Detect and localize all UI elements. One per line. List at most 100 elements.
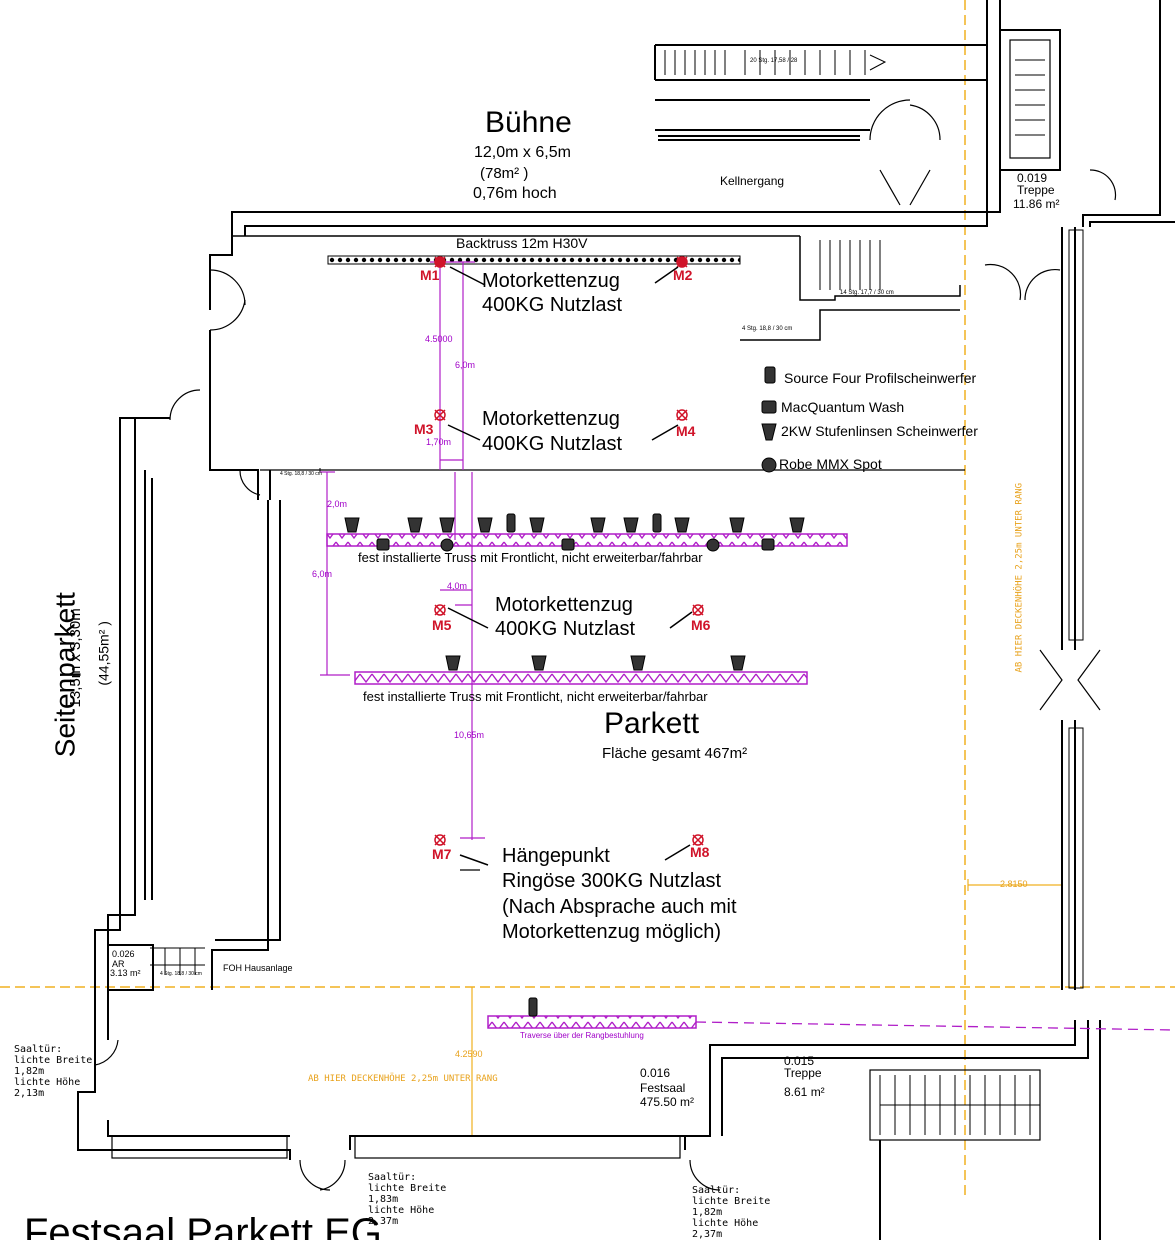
dim-6-0-top: 6,0m bbox=[455, 360, 476, 370]
fresnel-fixture bbox=[729, 517, 745, 533]
robe-mmx-fixture bbox=[706, 538, 720, 552]
dim-4-2590: 4.2590 bbox=[455, 1049, 483, 1059]
truss-3 bbox=[487, 1015, 1175, 1031]
door-left-l5: 2,13m bbox=[14, 1088, 45, 1099]
hoist-label-m1: M1 bbox=[420, 267, 440, 283]
fresnel-fixture bbox=[590, 517, 606, 533]
macquantum-fixture bbox=[561, 538, 575, 551]
truss-2 bbox=[354, 671, 808, 685]
lighting-fixtures bbox=[344, 513, 805, 1017]
door-center-l4: lichte Höhe bbox=[368, 1205, 435, 1216]
stage-title: Bühne bbox=[485, 106, 572, 139]
hoist-marker-m2 bbox=[676, 256, 688, 268]
hoist-label-m2: M2 bbox=[673, 267, 693, 283]
hoist-desc-2-line1: Motorkettenzug bbox=[482, 408, 620, 430]
stair-bottom-name: Treppe bbox=[784, 1066, 822, 1080]
fresnel-fixture bbox=[407, 517, 423, 533]
hoist-marker-m4 bbox=[676, 409, 688, 421]
hoist-desc-2-line2: 400KG Nutzlast bbox=[482, 433, 623, 455]
seitenparkett-area: (44,55m² ) bbox=[95, 621, 112, 686]
door-swings bbox=[94, 99, 1117, 1191]
hoist-marker-m5 bbox=[434, 604, 446, 616]
fresnel-fixture bbox=[674, 517, 690, 533]
dim-4-5: 4.5000 bbox=[425, 334, 453, 344]
dim-2-0: 2,0m bbox=[327, 499, 348, 509]
door-left-info: Saaltür: lichte Breite 1,82m lichte Höhe… bbox=[14, 1044, 92, 1099]
hoist-marker-m3 bbox=[434, 409, 446, 421]
door-left-l2: lichte Breite bbox=[14, 1055, 93, 1066]
dim-4-0: 4,0m bbox=[447, 581, 468, 591]
kellnergang-label: Kellnergang bbox=[720, 174, 785, 188]
legend-macquantum: MacQuantum Wash bbox=[781, 399, 905, 415]
stair-top-area: 11.86 m² bbox=[1013, 197, 1060, 211]
legend-robe: Robe MMX Spot bbox=[779, 456, 882, 472]
hang-line4: Motorkettenzug möglich) bbox=[502, 921, 721, 943]
dimension-lines bbox=[320, 261, 485, 871]
door-right-l2: lichte Breite bbox=[692, 1196, 771, 1207]
stair-label-left: 4 Stg. 18,8 / 30 cm bbox=[280, 471, 322, 477]
truss-1-label: fest installierte Truss mit Frontlicht, … bbox=[358, 550, 703, 565]
hoist-marker-m1 bbox=[434, 256, 446, 268]
dim-2-8150: 2.8150 bbox=[1000, 879, 1028, 889]
stage-area: (78m² ) bbox=[480, 165, 529, 182]
hang-line1: Hängepunkt bbox=[502, 845, 610, 867]
truss-3-label: Traverse über der Rangbestuhlung bbox=[520, 1031, 644, 1040]
hoist-label-m5: M5 bbox=[432, 617, 452, 633]
hoist-desc-3-line2: 400KG Nutzlast bbox=[495, 618, 636, 640]
hoist-label-m3: M3 bbox=[414, 421, 434, 437]
hoist-marker-m8 bbox=[692, 834, 704, 846]
door-center-l5: 2,37m bbox=[368, 1216, 399, 1227]
plan-title: Festsaal Parkett EG bbox=[24, 1211, 382, 1240]
door-center-info: Saaltür: lichte Breite 1,83m lichte Höhe… bbox=[368, 1172, 446, 1227]
stair-label-foh: 4 Stg. 18,8 / 30 cm bbox=[160, 971, 202, 977]
source-four-fixture bbox=[652, 513, 662, 533]
parkett-title: Parkett bbox=[604, 707, 700, 740]
hang-line2: Ringöse 300KG Nutzlast bbox=[502, 870, 722, 892]
macquantum-fixture bbox=[761, 538, 775, 551]
ar-name: AR bbox=[112, 959, 125, 969]
dim-6-0-left: 6,0m bbox=[312, 569, 333, 579]
stair-bottom-number: 0.015 bbox=[784, 1054, 815, 1068]
macquantum-fixture bbox=[376, 538, 390, 551]
stage-dimensions: 12,0m x 6,5m bbox=[474, 144, 571, 161]
festsaal-number: 0.016 bbox=[640, 1066, 671, 1080]
backtruss bbox=[327, 255, 741, 265]
hoist-label-m4: M4 bbox=[676, 423, 696, 439]
dim-1-70: 1,70m bbox=[426, 437, 452, 447]
hoist-desc-1-line1: Motorkettenzug bbox=[482, 270, 620, 292]
festsaal-area: 475.50 m² bbox=[640, 1095, 695, 1109]
legend-icons bbox=[761, 366, 777, 473]
ceiling-note-vertical: AB HIER DECKENHÖHE 2,25m UNTER RANG bbox=[1014, 482, 1025, 673]
backtruss-label: Backtruss 12m H30V bbox=[456, 235, 588, 251]
fresnel-fixture bbox=[477, 517, 493, 533]
door-left-l4: lichte Höhe bbox=[14, 1077, 81, 1088]
fresnel-fixture bbox=[531, 655, 547, 671]
legend-fresnel: 2KW Stufenlinsen Scheinwerfer bbox=[781, 423, 978, 439]
walls bbox=[77, 0, 1175, 1240]
stair-top-number: 0.019 bbox=[1017, 171, 1048, 185]
stair-bottom-area: 8.61 m² bbox=[784, 1085, 825, 1099]
stair-label-top: 20 Stg. 17,58 / 28 bbox=[750, 58, 798, 64]
door-right-info: Saaltür: lichte Breite 1,82m lichte Höhe… bbox=[692, 1185, 770, 1240]
door-right-l5: 2,37m bbox=[692, 1229, 723, 1240]
fresnel-fixture bbox=[344, 517, 360, 533]
fresnel-fixture bbox=[630, 655, 646, 671]
door-left-l3: 1,82m bbox=[14, 1066, 45, 1077]
fresnel-fixture bbox=[789, 517, 805, 533]
legend-source-four: Source Four Profilscheinwerfer bbox=[784, 370, 977, 386]
hoist-label-m8: M8 bbox=[690, 844, 710, 860]
door-left-l1: Saaltür: bbox=[14, 1044, 63, 1055]
ceiling-guide-lines bbox=[0, 0, 1175, 1200]
source-four-fixture bbox=[528, 997, 538, 1017]
hoist-label-m7: M7 bbox=[432, 846, 452, 862]
door-right-l1: Saaltür: bbox=[692, 1185, 741, 1196]
fresnel-fixture bbox=[730, 655, 746, 671]
parkett-area: Fläche gesamt 467m² bbox=[602, 745, 748, 762]
hoist-desc-3-line1: Motorkettenzug bbox=[495, 594, 633, 616]
seitenparkett-dims: 13,5m x 3,30m bbox=[67, 608, 85, 708]
fresnel-fixture bbox=[445, 655, 461, 671]
stage-height: 0,76m hoch bbox=[473, 185, 557, 202]
dim-10-65: 10,65m bbox=[454, 730, 485, 740]
